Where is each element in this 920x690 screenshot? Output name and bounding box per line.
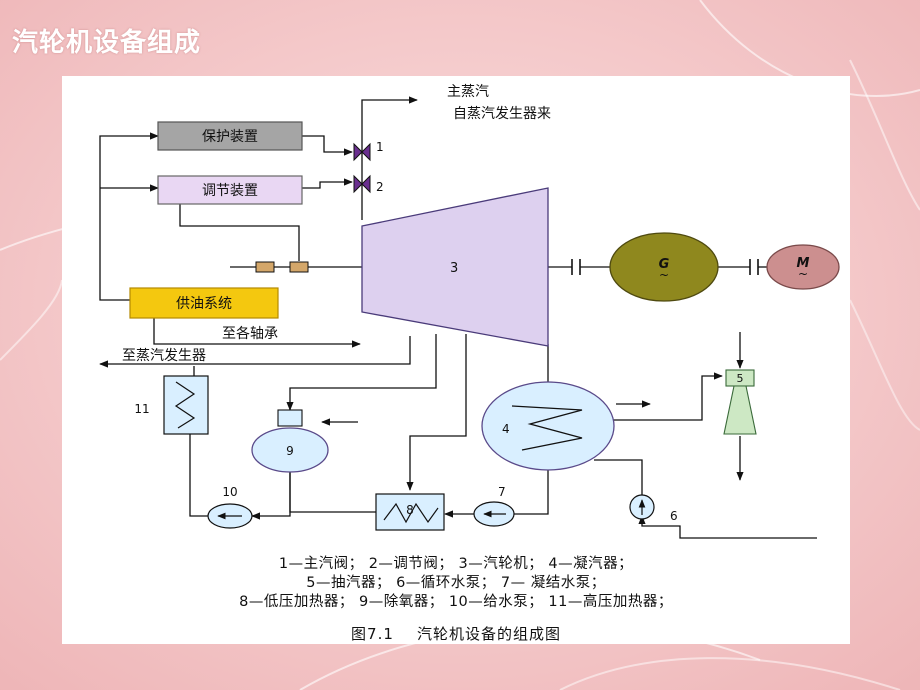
control-valve	[353, 174, 371, 194]
regulation-device-box	[157, 175, 303, 205]
label-n4: 4	[502, 422, 510, 436]
figure-title: 图7.1 汽轮机设备的组成图	[351, 625, 561, 643]
regulation-signal-line	[302, 178, 353, 189]
label-n5: 5	[737, 372, 744, 385]
extraction-to-deaerator-line	[286, 334, 437, 411]
motor-sub-label: ~	[798, 267, 808, 281]
main-steam-line	[361, 96, 418, 220]
deaerator-to-pump10	[251, 472, 291, 520]
pump10-to-hp-heater	[189, 434, 212, 517]
condenser-tube-coil	[511, 405, 583, 451]
deaerator	[251, 427, 329, 473]
label-n11: 11	[134, 402, 149, 416]
condenser	[481, 381, 615, 471]
condenser-to-ejector-line	[610, 372, 723, 421]
bearing-block	[255, 261, 275, 273]
label-n9: 9	[286, 444, 294, 458]
deaerator-top	[277, 409, 303, 427]
extraction-to-lp-heater-line	[406, 334, 467, 491]
regulation-device-label: 调节装置	[202, 183, 258, 199]
oil-to-bearings-line	[153, 316, 361, 348]
lp-heater	[375, 493, 445, 531]
turbine-equipment-diagram: 1 2 保护装置 调节装置 供油系统 3 G ~ M ~ 4 5 6 7	[99, 84, 840, 539]
legend-line-2: 5—抽汽器； 6—循环水泵； 7— 凝结水泵；	[306, 575, 606, 591]
motor	[766, 244, 840, 290]
figure-panel: 1 2 保护装置 调节装置 供油系统 3 G ~ M ~ 4 5 6 7	[62, 76, 850, 644]
extraction-to-sg-line	[99, 336, 411, 368]
turbine	[361, 187, 549, 347]
to-sg-label: 至蒸汽发生器	[122, 348, 206, 364]
hp-heater	[163, 375, 209, 435]
label-n1: 1	[376, 140, 384, 154]
oil-system-box	[129, 287, 279, 319]
generator	[609, 232, 719, 302]
to-bearings-label: 至各轴承	[222, 326, 278, 342]
slide-title: 汽轮机设备组成	[12, 28, 202, 58]
protection-signal-line	[302, 135, 353, 156]
cooling-water-in	[638, 515, 817, 539]
label-n7: 7	[498, 485, 506, 499]
generator-label: G	[659, 257, 670, 272]
label-n10: 10	[222, 485, 237, 499]
motor-label: M	[797, 256, 810, 271]
from-sg-label: 自蒸汽发生器来	[453, 106, 551, 122]
legend-line-3: 8—低压加热器； 9—除氧器； 10—给水泵； 11—高压加热器；	[239, 594, 673, 610]
main-stop-valve	[353, 142, 371, 162]
bearing-block	[289, 261, 309, 273]
generator-sub-label: ~	[659, 268, 669, 282]
ejector-body	[723, 385, 757, 435]
legend-line-1: 1—主汽阀； 2—调节阀； 3—汽轮机； 4—凝汽器；	[278, 556, 634, 572]
regulation-to-shaft-line	[179, 200, 300, 261]
label-n3: 3	[450, 261, 458, 276]
cooling-water-out	[594, 459, 643, 498]
label-n2: 2	[376, 180, 384, 194]
heater8-to-deaerator	[289, 472, 376, 513]
label-n6: 6	[670, 509, 678, 523]
label-n8: 8	[406, 503, 414, 517]
oil-bus-line	[99, 132, 159, 301]
oil-system-label: 供油系统	[176, 296, 232, 312]
main-steam-label: 主蒸汽	[447, 84, 489, 100]
protection-device-label: 保护装置	[202, 129, 258, 145]
condensate-line	[514, 468, 549, 515]
protection-device-box	[157, 121, 303, 151]
